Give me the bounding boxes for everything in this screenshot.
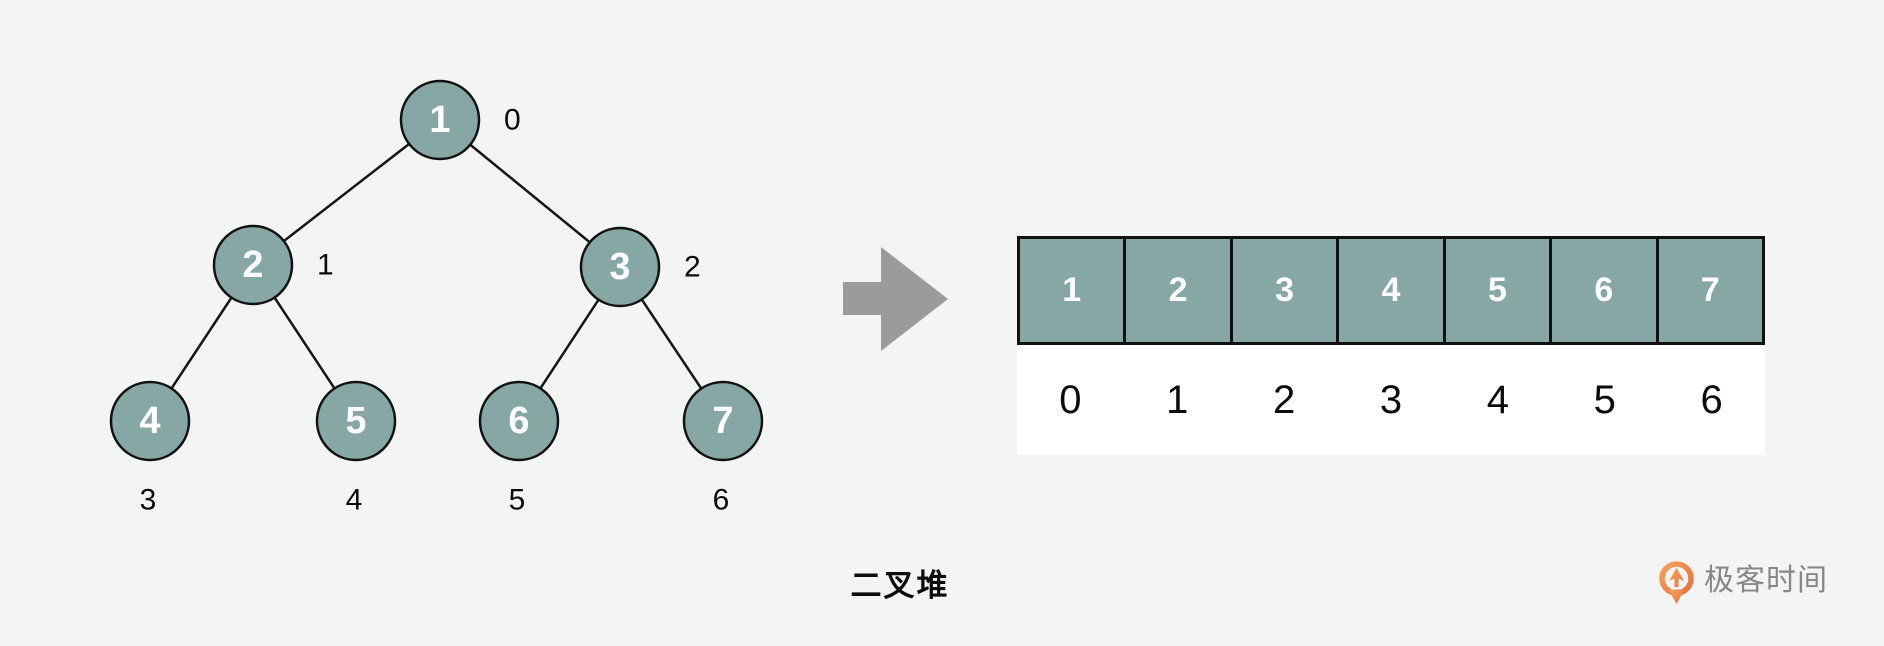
tree-node-value: 6 (508, 400, 529, 442)
tree-node-value: 2 (242, 244, 263, 286)
array-cell: 1 (1020, 239, 1127, 342)
tree-node-circle (478, 380, 560, 462)
logo-pin-tail (1668, 589, 1685, 604)
tree-node-index-label: 4 (346, 484, 363, 517)
tree-node-circle (682, 380, 764, 462)
tree-node-value: 3 (609, 246, 630, 288)
array-cell: 2 (1126, 239, 1233, 342)
brand-logo: 极客时间 (1659, 561, 1828, 607)
array-cell: 6 (1552, 239, 1659, 342)
array-indices-row: 0 1 2 3 4 5 6 (1017, 345, 1765, 455)
right-arrow-shape (843, 247, 948, 351)
array-index-label: 6 (1700, 377, 1723, 422)
diagram-caption: 二叉堆 (850, 568, 950, 603)
array-cell: 3 (1232, 239, 1340, 342)
array-index-label: 0 (1059, 377, 1082, 422)
tree-node-value: 5 (345, 400, 366, 442)
binary-tree: 1 0 2 1 3 2 4 3 5 4 6 5 7 6 (109, 79, 764, 517)
tree-node-value: 4 (139, 400, 160, 442)
logo-arrow-glyph (1669, 568, 1684, 587)
right-arrow-polygon (843, 247, 948, 351)
tree-node-value: 1 (429, 99, 450, 141)
tree-node-index-label: 1 (317, 249, 334, 282)
array-cell: 7 (1658, 239, 1762, 342)
tree-node-index-label: 2 (684, 251, 701, 284)
tree-node-index-label: 5 (509, 484, 526, 517)
tree-node-circle (399, 79, 481, 161)
tree-node-index-label: 0 (504, 104, 521, 137)
brand-logo-text: 极客时间 (1704, 564, 1828, 597)
array-cell: 5 (1445, 239, 1553, 342)
array-index-label: 5 (1593, 377, 1616, 422)
tree-node-circle (109, 380, 191, 462)
tree-node-circle (212, 224, 294, 306)
tree-node-circle (579, 226, 661, 308)
array-index-label: 2 (1273, 377, 1296, 422)
geektime-logo-icon (1659, 561, 1694, 604)
array-index-label: 1 (1166, 377, 1189, 422)
tree-node-value: 7 (712, 400, 733, 442)
array-index-label: 4 (1486, 377, 1509, 422)
array-index-label: 3 (1379, 377, 1403, 422)
array-cell: 4 (1339, 239, 1446, 342)
tree-node-index-label: 6 (713, 484, 730, 517)
tree-node-circle (315, 380, 397, 462)
right-arrow-icon (843, 247, 948, 351)
tree-node-index-label: 3 (140, 484, 157, 517)
